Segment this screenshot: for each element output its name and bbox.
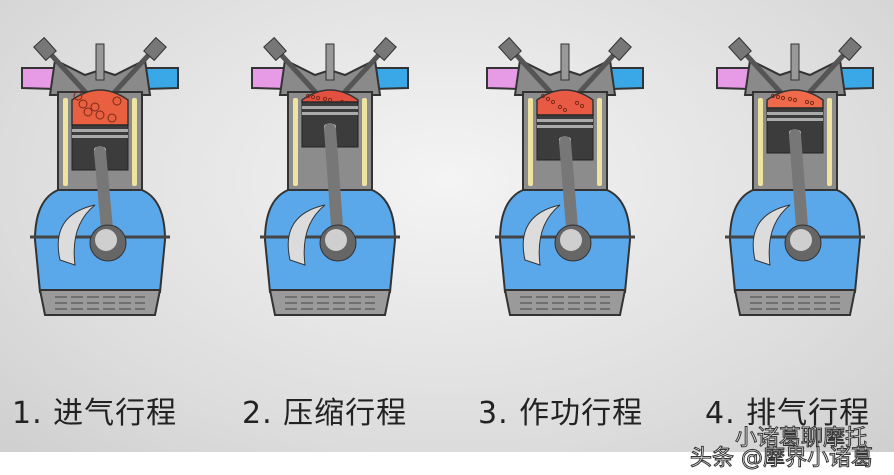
intake-valve	[43, 46, 90, 97]
connecting-rod	[324, 123, 344, 246]
exhaust-valve	[805, 46, 852, 97]
coolant-channel	[362, 98, 367, 186]
piston-ring	[537, 119, 593, 122]
fuel-particle	[792, 97, 798, 103]
fuel-particle	[780, 95, 786, 101]
valve-spring	[608, 36, 632, 62]
combustion-chamber	[301, 89, 359, 103]
intake-valve	[738, 46, 785, 97]
coolant-channel	[827, 98, 832, 186]
spark-plug	[95, 43, 105, 81]
intake-valve	[508, 46, 555, 97]
valve-spring	[143, 36, 167, 62]
fuel-particle	[95, 110, 105, 120]
engine-2	[251, 36, 409, 316]
fuel-particle	[83, 107, 93, 117]
exhaust-valve	[340, 46, 387, 97]
stroke-label-2: 2. 压缩行程	[242, 396, 408, 431]
fuel-particle	[305, 93, 311, 99]
fuel-particle	[73, 91, 83, 101]
spark-plug	[325, 43, 335, 81]
engine-diagrams	[21, 36, 874, 316]
fuel-particle	[112, 96, 122, 106]
valve-spring	[33, 36, 57, 62]
fuel-particle	[90, 102, 100, 112]
fuel-particle	[322, 96, 328, 102]
fuel-particle	[775, 94, 781, 100]
watermark-line2: 头条 @摩界小诸葛	[690, 446, 874, 472]
exhaust-valve	[110, 46, 157, 97]
coolant-channel	[293, 98, 298, 186]
fuel-particle	[550, 99, 556, 105]
fuel-particle	[804, 99, 810, 105]
coolant-channel	[63, 98, 68, 186]
fuel-particle	[770, 93, 776, 99]
fuel-particle	[787, 96, 793, 102]
stroke-label-4: 4. 排气行程	[705, 396, 871, 431]
exhaust-valve	[575, 46, 622, 97]
connecting-rod	[559, 136, 579, 246]
crankshaft	[95, 229, 117, 251]
fuel-particle	[579, 103, 585, 109]
fuel-particle	[107, 113, 117, 123]
crank-counterweight	[57, 204, 96, 266]
watermark-line1: 小诸葛聊摩托	[734, 426, 868, 452]
stroke-label-3: 3. 作功行程	[478, 396, 644, 431]
piston-ring	[302, 112, 358, 115]
diagram-canvas: 1. 进气行程 2. 压缩行程 3. 作功行程 4. 排气行程	[0, 0, 894, 452]
valve-spring	[373, 36, 397, 62]
crankshaft	[560, 229, 582, 251]
fuel-particle	[545, 96, 551, 102]
engine-3	[486, 36, 644, 316]
engine-4	[716, 36, 874, 316]
coolant-channel	[597, 98, 602, 186]
piston-ring	[72, 129, 128, 132]
fuel-particle	[574, 100, 580, 106]
stroke-label-1: 1. 进气行程	[12, 396, 178, 431]
fuel-particle	[557, 104, 563, 110]
piston-ring	[302, 106, 358, 109]
fuel-particle	[315, 95, 321, 101]
spark-plug	[790, 43, 800, 81]
coolant-channel	[132, 98, 137, 186]
fuel-particle	[809, 100, 815, 106]
spark-plug	[560, 43, 570, 81]
piston-ring	[72, 135, 128, 138]
crank-counterweight	[522, 204, 561, 266]
combustion-chamber	[536, 89, 594, 116]
crankshaft	[325, 229, 347, 251]
connecting-rod	[789, 129, 809, 246]
piston-ring	[767, 112, 823, 115]
piston-ring	[767, 118, 823, 121]
intake-valve	[273, 46, 320, 97]
fuel-particle	[78, 99, 88, 109]
valve-spring	[498, 36, 522, 62]
fuel-particle	[310, 94, 316, 100]
engine-1	[21, 36, 179, 316]
crank-counterweight	[752, 204, 791, 266]
valve-spring	[838, 36, 862, 62]
valve-spring	[728, 36, 752, 62]
crankshaft	[790, 229, 812, 251]
coolant-channel	[758, 98, 763, 186]
crank-counterweight	[287, 204, 326, 266]
combustion-chamber	[766, 89, 824, 109]
coolant-channel	[528, 98, 533, 186]
fuel-particle	[540, 93, 546, 99]
valve-spring	[263, 36, 287, 62]
fuel-particle	[562, 107, 568, 113]
piston-ring	[537, 125, 593, 128]
